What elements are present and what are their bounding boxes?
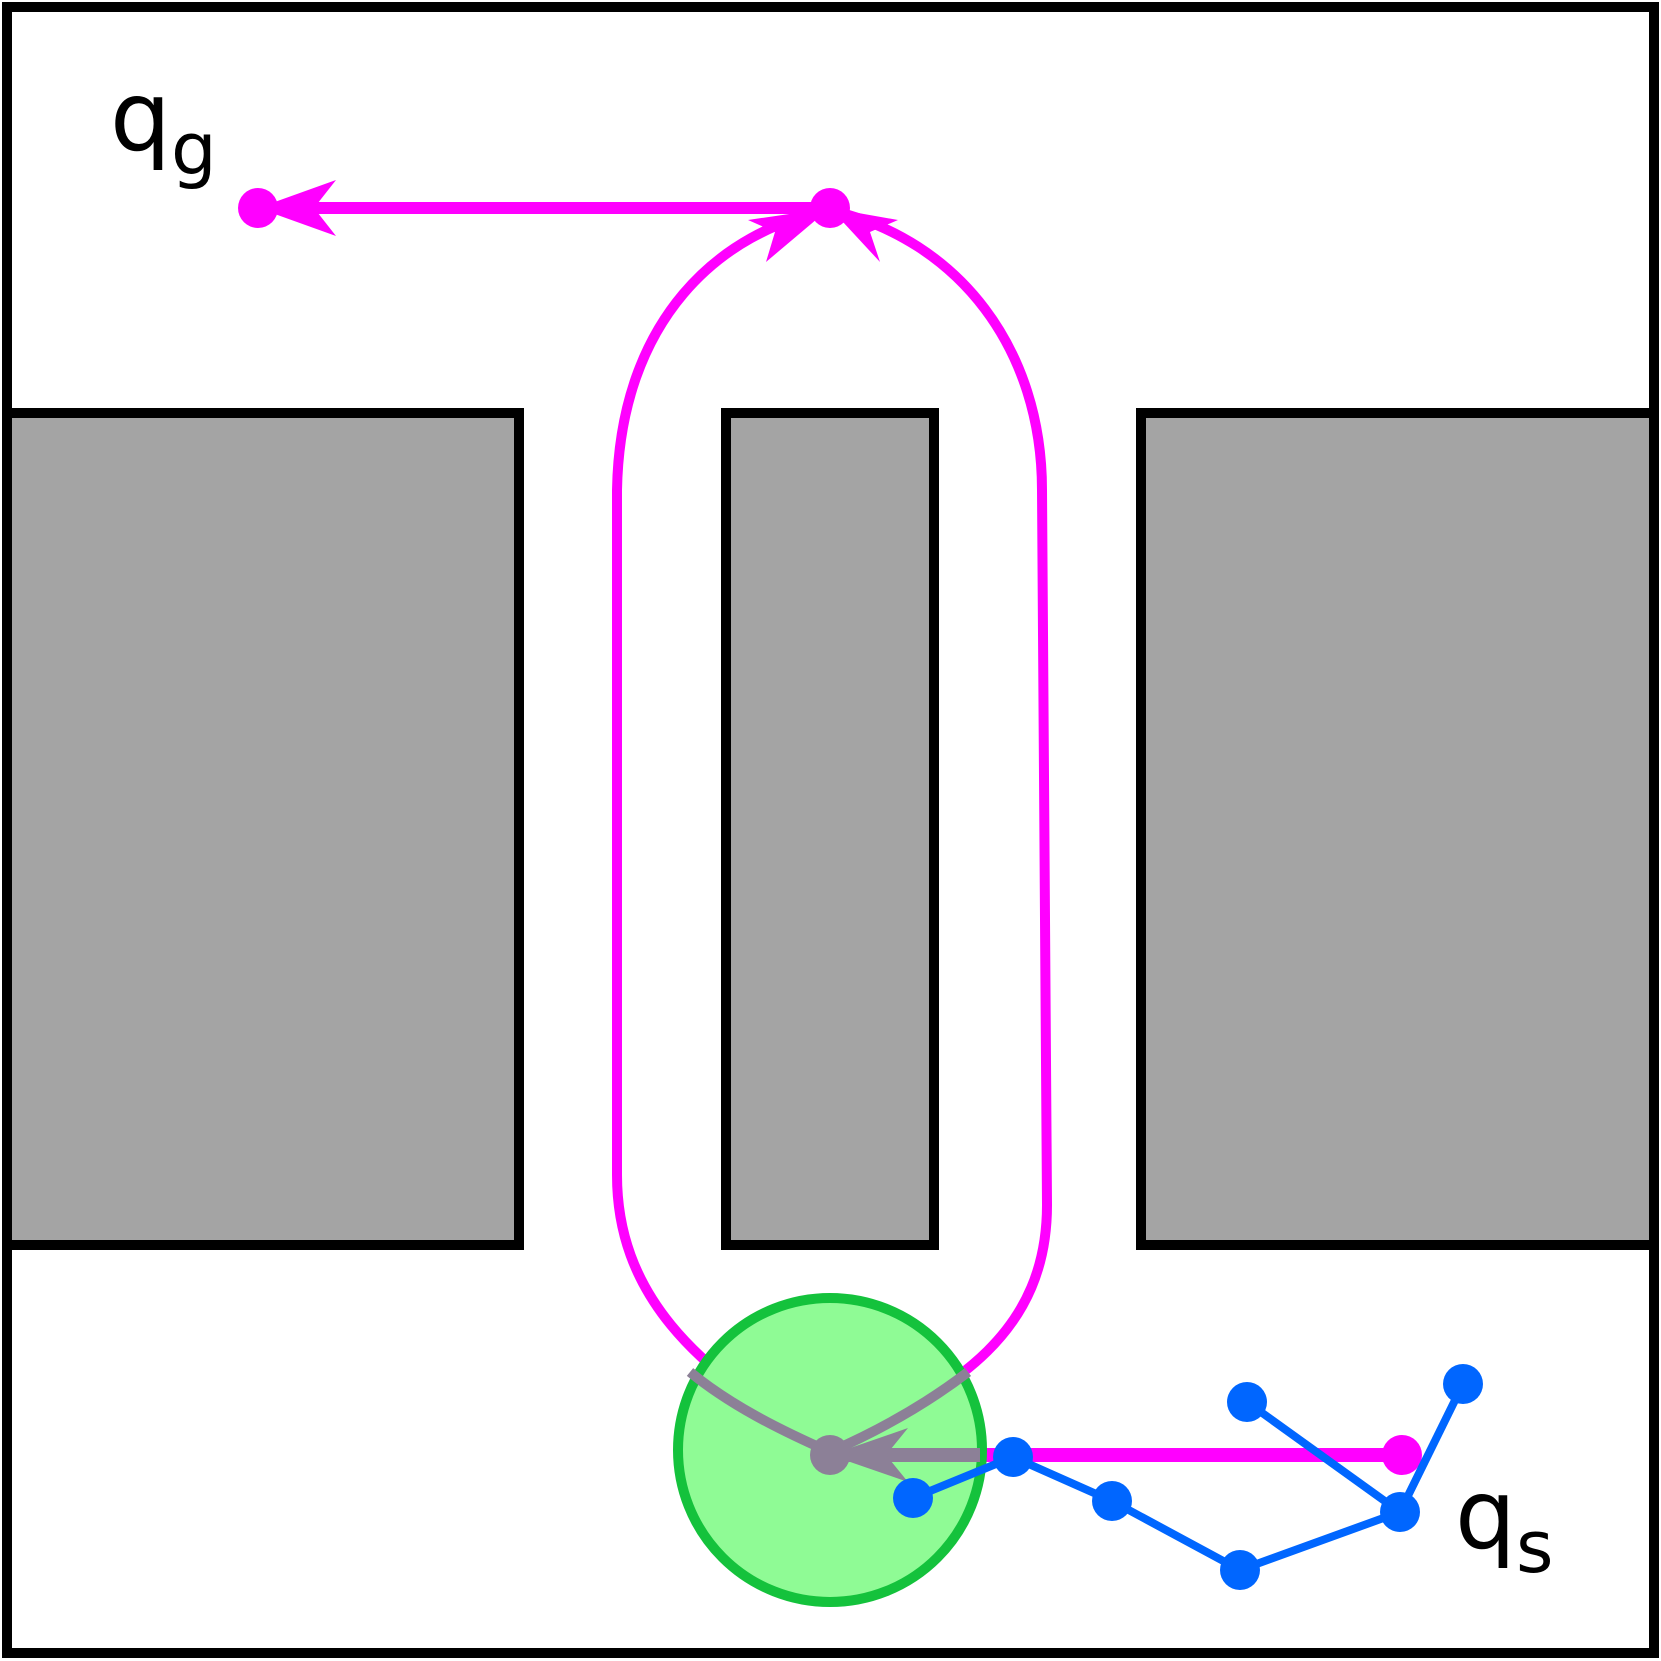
start-label-sub: s	[1516, 1505, 1554, 1589]
occluded-path-left	[686, 1368, 833, 1457]
goal-node	[238, 188, 278, 228]
goal-label-sub: g	[171, 107, 217, 191]
arrowhead-icon	[748, 208, 830, 262]
tree-node	[993, 1437, 1033, 1477]
waypoint-node-bottom	[810, 1435, 850, 1475]
tree-node	[1227, 1382, 1267, 1422]
arrowhead-icon	[830, 1428, 908, 1482]
tree-node	[1380, 1492, 1420, 1532]
tree-node	[893, 1478, 933, 1518]
obstacle-center	[721, 408, 939, 1250]
tree-node	[1092, 1481, 1132, 1521]
obstacle-right	[1136, 408, 1659, 1250]
goal-label-main: q	[110, 61, 171, 173]
arrowhead-icon	[830, 208, 898, 262]
arrowhead-icon	[258, 180, 336, 236]
waypoint-node-top	[810, 188, 850, 228]
start-label: qs	[1455, 1459, 1553, 1589]
start-label-main: q	[1455, 1459, 1516, 1571]
tree-node	[1220, 1550, 1260, 1590]
goal-label: qg	[110, 61, 217, 191]
start-node	[1382, 1435, 1422, 1475]
tree-node	[1443, 1364, 1483, 1404]
occluded-path-right	[827, 1368, 972, 1457]
obstacle-left	[2, 408, 524, 1250]
